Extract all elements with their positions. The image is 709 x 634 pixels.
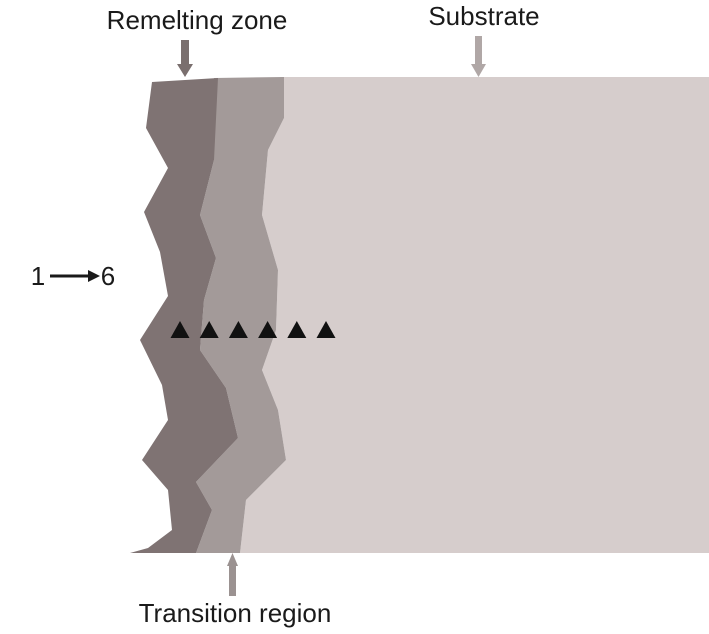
marker-triangle-1 bbox=[170, 321, 190, 338]
transition-region-arrow bbox=[227, 553, 238, 596]
measurement-markers bbox=[170, 321, 336, 338]
sequence-start-label: 1 bbox=[31, 261, 45, 291]
substrate-label: Substrate bbox=[428, 1, 539, 31]
substrate-region bbox=[240, 77, 709, 553]
transition-region bbox=[196, 77, 286, 553]
marker-triangle-2 bbox=[199, 321, 219, 338]
marker-triangle-4 bbox=[258, 321, 278, 338]
marker-triangle-6 bbox=[316, 321, 336, 338]
transition-region-label: Transition region bbox=[139, 598, 332, 628]
remelting-zone-label: Remelting zone bbox=[107, 5, 288, 35]
substrate-arrow bbox=[471, 36, 486, 77]
remelting-zone-region bbox=[130, 78, 238, 553]
sequence-arrow bbox=[50, 270, 100, 282]
marker-triangle-3 bbox=[228, 321, 248, 338]
sequence-end-label: 6 bbox=[101, 261, 115, 291]
remelting-zone-arrow bbox=[177, 40, 193, 77]
marker-triangle-5 bbox=[287, 321, 307, 338]
